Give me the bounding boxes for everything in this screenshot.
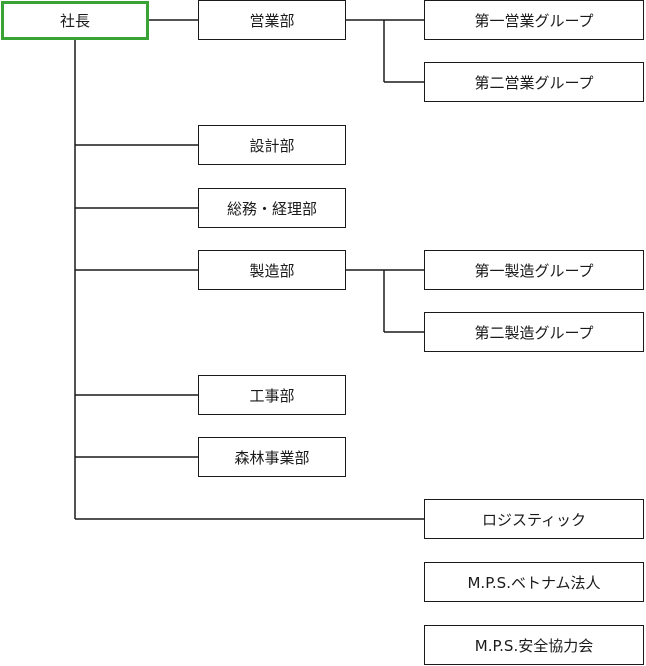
org-node-sales-group-1: 第一営業グループ: [424, 0, 644, 40]
org-node-safety-association-label: M.P.S.安全協力会: [474, 636, 594, 655]
org-node-vietnam-affiliate-label: M.P.S.ベトナム法人: [467, 573, 601, 592]
org-node-manufacturing-dept-label: 製造部: [249, 261, 295, 280]
org-node-construction-dept: 工事部: [198, 375, 346, 415]
org-node-vietnam-affiliate: M.P.S.ベトナム法人: [424, 562, 644, 602]
org-node-general-affairs-dept: 総務・経理部: [198, 188, 346, 228]
org-node-manufacturing-group-1-label: 第一製造グループ: [474, 261, 594, 280]
org-node-manufacturing-group-2: 第二製造グループ: [424, 312, 644, 352]
org-node-manufacturing-dept: 製造部: [198, 250, 346, 290]
org-node-construction-dept-label: 工事部: [249, 386, 295, 405]
org-node-logistics: ロジスティック: [424, 499, 644, 539]
org-node-sales-group-2: 第二営業グループ: [424, 62, 644, 102]
org-node-safety-association: M.P.S.安全協力会: [424, 625, 644, 665]
org-node-manufacturing-group-1: 第一製造グループ: [424, 250, 644, 290]
org-node-sales-dept: 営業部: [198, 0, 346, 40]
org-node-sales-group-1-label: 第一営業グループ: [474, 11, 594, 30]
org-node-president-label: 社長: [59, 12, 90, 30]
org-node-president: 社長: [1, 1, 149, 40]
org-node-general-affairs-dept-label: 総務・経理部: [226, 199, 317, 218]
org-node-sales-group-2-label: 第二営業グループ: [474, 73, 594, 92]
org-node-sales-dept-label: 営業部: [249, 11, 295, 30]
org-node-manufacturing-group-2-label: 第二製造グループ: [474, 323, 594, 342]
org-node-forestry-dept: 森林事業部: [198, 437, 346, 477]
org-node-logistics-label: ロジスティック: [481, 510, 587, 529]
org-node-forestry-dept-label: 森林事業部: [234, 448, 310, 467]
org-node-design-dept-label: 設計部: [249, 136, 295, 155]
org-node-design-dept: 設計部: [198, 125, 346, 165]
